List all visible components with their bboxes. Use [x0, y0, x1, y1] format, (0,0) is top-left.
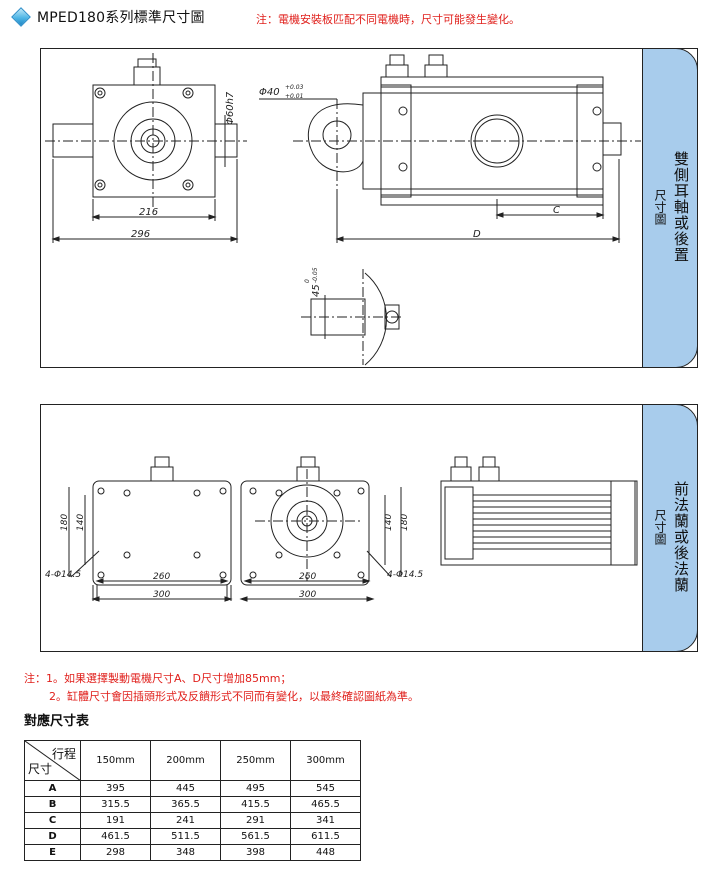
dim-216: 216 — [139, 207, 158, 218]
dim-d: D — [473, 229, 481, 240]
table-cell: 291 — [220, 812, 291, 829]
trunnion-tab-title: 雙側耳軸或後置 — [672, 151, 690, 263]
table-cell: 241 — [150, 812, 221, 829]
table-row-label: E — [24, 844, 81, 861]
dim-140-right: 140 — [384, 514, 394, 531]
table-column-header: 250mm — [220, 740, 291, 781]
header-note: 注：電機安裝板匹配不同電機時，尺寸可能發生變化。 — [256, 13, 520, 26]
dim-296: 296 — [131, 229, 150, 240]
table-cell: 461.5 — [80, 828, 151, 845]
corner-bottom-label: 尺寸 — [28, 762, 53, 776]
dim-300-right: 300 — [299, 590, 316, 600]
dim-c: C — [553, 205, 560, 216]
front-view-square — [45, 53, 247, 243]
table-column-header: 200mm — [150, 740, 221, 781]
hole-label-left: 4-Φ14.5 — [45, 570, 81, 580]
table-row-label: C — [24, 812, 81, 829]
table-cell: 465.5 — [290, 796, 361, 813]
table-row-label: B — [24, 796, 81, 813]
trunnion-tab-subtitle: 尺寸圖 — [653, 189, 667, 225]
corner-top-label: 行程 — [51, 747, 76, 761]
table-cell: 561.5 — [220, 828, 291, 845]
table-column-header: 300mm — [290, 740, 361, 781]
note-line-2: 2。缸體尺寸會因插頭形式及反饋形式不同而有變化，以最終確認圖紙為準。 — [49, 690, 419, 703]
table-row-label: D — [24, 828, 81, 845]
dim-45-tol-lower: -0.05 — [312, 267, 319, 283]
trunnion-drawing: 216 296 C D Φ60h7 Φ40 +0.03 +0.01 45 0 -… — [45, 53, 641, 366]
title-row: MPED180系列標準尺寸圖 — [11, 6, 205, 28]
dim-180-right: 180 — [400, 514, 410, 531]
flange-view-left — [68, 456, 233, 602]
table-cell: 495 — [220, 780, 291, 797]
flange-drawing: 4-Φ14.5 4-Φ14.5 180 140 140 180 260 300 … — [45, 456, 638, 602]
flange-tab-subtitle: 尺寸圖 — [653, 509, 667, 545]
corner-diagonal — [25, 741, 81, 781]
dim-phi40-tol-upper: +0.03 — [285, 84, 304, 91]
flange-view-middle — [239, 456, 402, 602]
table-cell: 191 — [80, 812, 151, 829]
dim-phi60: Φ60h7 — [225, 91, 236, 125]
dim-300-left: 300 — [153, 590, 170, 600]
table-cell: 298 — [80, 844, 151, 861]
table-row-label: A — [24, 780, 81, 797]
dimension-table: 行程 尺寸 150mm 200mm 250mm 300mm A 395 445 … — [24, 740, 361, 861]
flange-drawing-panel: 4-Φ14.5 4-Φ14.5 180 140 140 180 260 300 … — [40, 404, 698, 652]
diamond-bullet-icon — [11, 7, 31, 27]
dim-45: 45 — [311, 284, 322, 297]
table-cell: 511.5 — [150, 828, 221, 845]
hole-label-right: 4-Φ14.5 — [387, 570, 423, 580]
dim-140-left: 140 — [76, 514, 86, 531]
table-cell: 365.5 — [150, 796, 221, 813]
dim-260-right: 260 — [299, 572, 316, 582]
trunnion-side-tab: 雙側耳軸或後置 尺寸圖 — [642, 48, 698, 368]
table-column-header: 150mm — [80, 740, 151, 781]
table-title: 對應尺寸表 — [24, 714, 90, 729]
side-view-body — [259, 54, 641, 243]
dim-phi40-tol-lower: +0.01 — [285, 93, 303, 100]
table-row: B 315.5 365.5 415.5 465.5 — [24, 796, 361, 813]
table-cell: 445 — [150, 780, 221, 797]
dim-phi40: Φ40 — [259, 87, 280, 98]
table-cell: 448 — [290, 844, 361, 861]
dim-180-left: 180 — [60, 514, 70, 531]
page-title: MPED180系列標準尺寸圖 — [37, 10, 205, 26]
dim-45-tol-upper: 0 — [304, 279, 311, 283]
note-line-1: 注：1。如果選擇製動電機尺寸A、D尺寸增加85mm； — [24, 672, 292, 685]
table-cell: 315.5 — [80, 796, 151, 813]
table-cell: 398 — [220, 844, 291, 861]
flange-tab-title: 前法蘭或後法蘭 — [672, 481, 690, 593]
table-cell: 415.5 — [220, 796, 291, 813]
trunnion-end-view — [301, 269, 403, 366]
table-row: C 191 241 291 341 — [24, 812, 361, 829]
flange-side-view — [440, 456, 638, 566]
flange-side-tab: 前法蘭或後法蘭 尺寸圖 — [642, 404, 698, 652]
table-cell: 348 — [150, 844, 221, 861]
table-row: D 461.5 511.5 561.5 611.5 — [24, 828, 361, 845]
table-cell: 341 — [290, 812, 361, 829]
dim-260-left: 260 — [153, 572, 170, 582]
notes-block: 注：1。如果選擇製動電機尺寸A、D尺寸增加85mm； 2。缸體尺寸會因插頭形式及… — [24, 670, 419, 706]
table-corner-cell: 行程 尺寸 — [24, 740, 81, 781]
trunnion-drawing-panel: 216 296 C D Φ60h7 Φ40 +0.03 +0.01 45 0 -… — [40, 48, 698, 368]
table-cell: 545 — [290, 780, 361, 797]
table-header-row: 行程 尺寸 150mm 200mm 250mm 300mm — [24, 740, 361, 781]
table-row: A 395 445 495 545 — [24, 780, 361, 797]
table-row: E 298 348 398 448 — [24, 844, 361, 861]
table-cell: 395 — [80, 780, 151, 797]
table-cell: 611.5 — [290, 828, 361, 845]
